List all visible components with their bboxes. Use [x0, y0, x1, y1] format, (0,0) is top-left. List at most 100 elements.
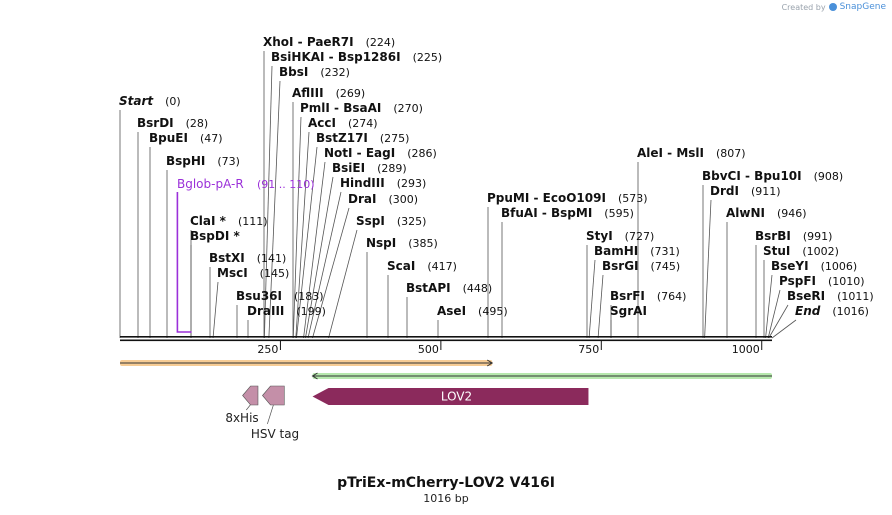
site-label-bsu36i: Bsu36I [236, 289, 282, 303]
site-label-bseri: BseRI [787, 289, 825, 303]
primer-label: Bglob-pA-R [177, 177, 244, 191]
site-line-bseyi [765, 274, 773, 339]
site-label-bstxi: BstXI [209, 251, 245, 265]
site-line-pspfi [767, 289, 781, 339]
site-pos-bseri: (1011) [837, 290, 874, 303]
orf-arrow-0 [486, 359, 494, 367]
plasmid-title: pTriEx-mCherry-LOV2 V416I [337, 475, 555, 491]
ruler-label-250: 250 [257, 343, 278, 356]
site-label-asei: AseI [437, 304, 466, 318]
site-pos-bfuai-bspmi: (595) [604, 207, 634, 220]
site-label-bsrgi: BsrGI [602, 259, 639, 273]
site-label-bfuai-bspmi: BfuAI - BspMI [501, 206, 592, 220]
site-pos-pspfi: (1010) [828, 275, 865, 288]
site-pos-bsphi: (73) [217, 155, 240, 168]
site-label-bseyi: BseYI [771, 259, 809, 273]
site-pos-drai: (300) [388, 193, 418, 206]
primer-arrow [176, 192, 192, 333]
site-line-drai [312, 207, 350, 339]
site-pos-nspi: (385) [408, 237, 438, 250]
orf-arrow-1 [311, 372, 318, 380]
feature-8xhis [242, 385, 259, 406]
site-pos-bbsi: (232) [320, 66, 350, 79]
site-line-bamhi [588, 259, 596, 339]
site-pos-bsrbi: (991) [803, 230, 833, 243]
site-label-bsphi: BspHI [166, 154, 205, 168]
site-pos-pmli-bsaai: (270) [393, 102, 423, 115]
site-pos-stui: (1002) [802, 245, 839, 258]
site-label-bsrbi: BsrBI [755, 229, 791, 243]
site-label-sspi: SspI [356, 214, 385, 228]
site-label-msci: MscI [217, 266, 248, 280]
site-label-hindiii: HindIII [340, 176, 385, 190]
site-pos-styi: (727) [625, 230, 655, 243]
site-label-sgrai: SgrAI [610, 304, 647, 318]
created-by-label: Created by [781, 2, 826, 12]
site-line-drdi [704, 199, 712, 339]
site-label-pmli-bsaai: PmlI - BsaAI [300, 101, 381, 115]
backbone [120, 336, 772, 342]
site-pos-bsiei: (289) [377, 162, 407, 175]
feature-8xhis-leader [245, 404, 251, 411]
site-pos-bstz17i: (275) [380, 132, 410, 145]
site-pos-xhoi-paer7i: (224) [366, 36, 396, 49]
site-pos-clai: (111) [238, 215, 268, 228]
site-label-scai: ScaI [387, 259, 415, 273]
site-label-bsihkai-bsp1286i: BsiHKAI - Bsp1286I [271, 50, 401, 64]
site-label-bbvci-bpu10i: BbvCI - Bpu10I [702, 169, 802, 183]
site-label-bpuei: BpuEI [149, 131, 188, 145]
site-pos-bsrfi: (764) [657, 290, 687, 303]
site-pos-bstxi: (141) [257, 252, 287, 265]
site-lines [119, 51, 797, 339]
backbone-bottom-strand [120, 339, 772, 342]
site-label-drai: DraI [348, 192, 376, 206]
site-pos-alei-msli: (807) [716, 147, 746, 160]
site-line-bsiei [305, 176, 334, 339]
site-label-draiii: DraIII [247, 304, 284, 318]
site-line-bsihkai-bsp1286i [263, 65, 273, 339]
site-pos-afliii: (269) [336, 87, 366, 100]
site-pos-asei: (495) [478, 305, 508, 318]
site-label-nspi: NspI [366, 236, 396, 250]
site-pos-sspi: (325) [397, 215, 427, 228]
feature-hsv-tag [262, 385, 285, 406]
site-line-hindiii [307, 191, 342, 339]
site-line-bseri [768, 304, 789, 339]
site-pos-bstapi: (448) [463, 282, 493, 295]
plasmid-length: 1016 bp [423, 492, 469, 505]
site-pos-noti-eagi: (286) [407, 147, 437, 160]
primer-layer: Bglob-pA-R(91 .. 110) [176, 177, 315, 333]
site-line-bbsi [268, 80, 281, 339]
site-pos-start: (0) [165, 95, 181, 108]
site-label-bstz17i: BstZ17I [316, 131, 368, 145]
site-line-end [771, 319, 797, 339]
feature-hsv-tag-label: HSV tag [251, 427, 299, 441]
site-label-afliii: AflIII [292, 86, 324, 100]
site-pos-bsrgi: (745) [651, 260, 681, 273]
feature-lov2-label: LOV2 [441, 390, 472, 404]
site-label-stui: StuI [763, 244, 790, 258]
site-pos-bsu36i: (183) [294, 290, 324, 303]
site-line-acci [295, 131, 310, 339]
site-pos-draiii: (199) [296, 305, 326, 318]
site-label-bstapi: BstAPI [406, 281, 451, 295]
site-label-ppumi-ecoo109i: PpuMI - EcoO109I [487, 191, 606, 205]
ruler-label-1000: 1000 [732, 343, 760, 356]
site-label-start: Start [119, 94, 154, 108]
site-label-xhoi-paer7i: XhoI - PaeR7I [263, 35, 354, 49]
feature-8xhis-label: 8xHis [225, 411, 258, 425]
site-label-drdi: DrdI [710, 184, 739, 198]
site-label-bsrfi: BsrFI [610, 289, 645, 303]
site-pos-bpuei: (47) [200, 132, 223, 145]
site-label-bspdi: BspDI * [190, 229, 240, 243]
site-pos-bsrdi: (28) [186, 117, 209, 130]
site-pos-bbvci-bpu10i: (908) [814, 170, 844, 183]
site-pos-scai: (417) [427, 260, 457, 273]
site-pos-alwni: (946) [777, 207, 807, 220]
site-pos-bamhi: (731) [650, 245, 680, 258]
site-label-bsiei: BsiEI [332, 161, 365, 175]
site-pos-end: (1016) [832, 305, 869, 318]
